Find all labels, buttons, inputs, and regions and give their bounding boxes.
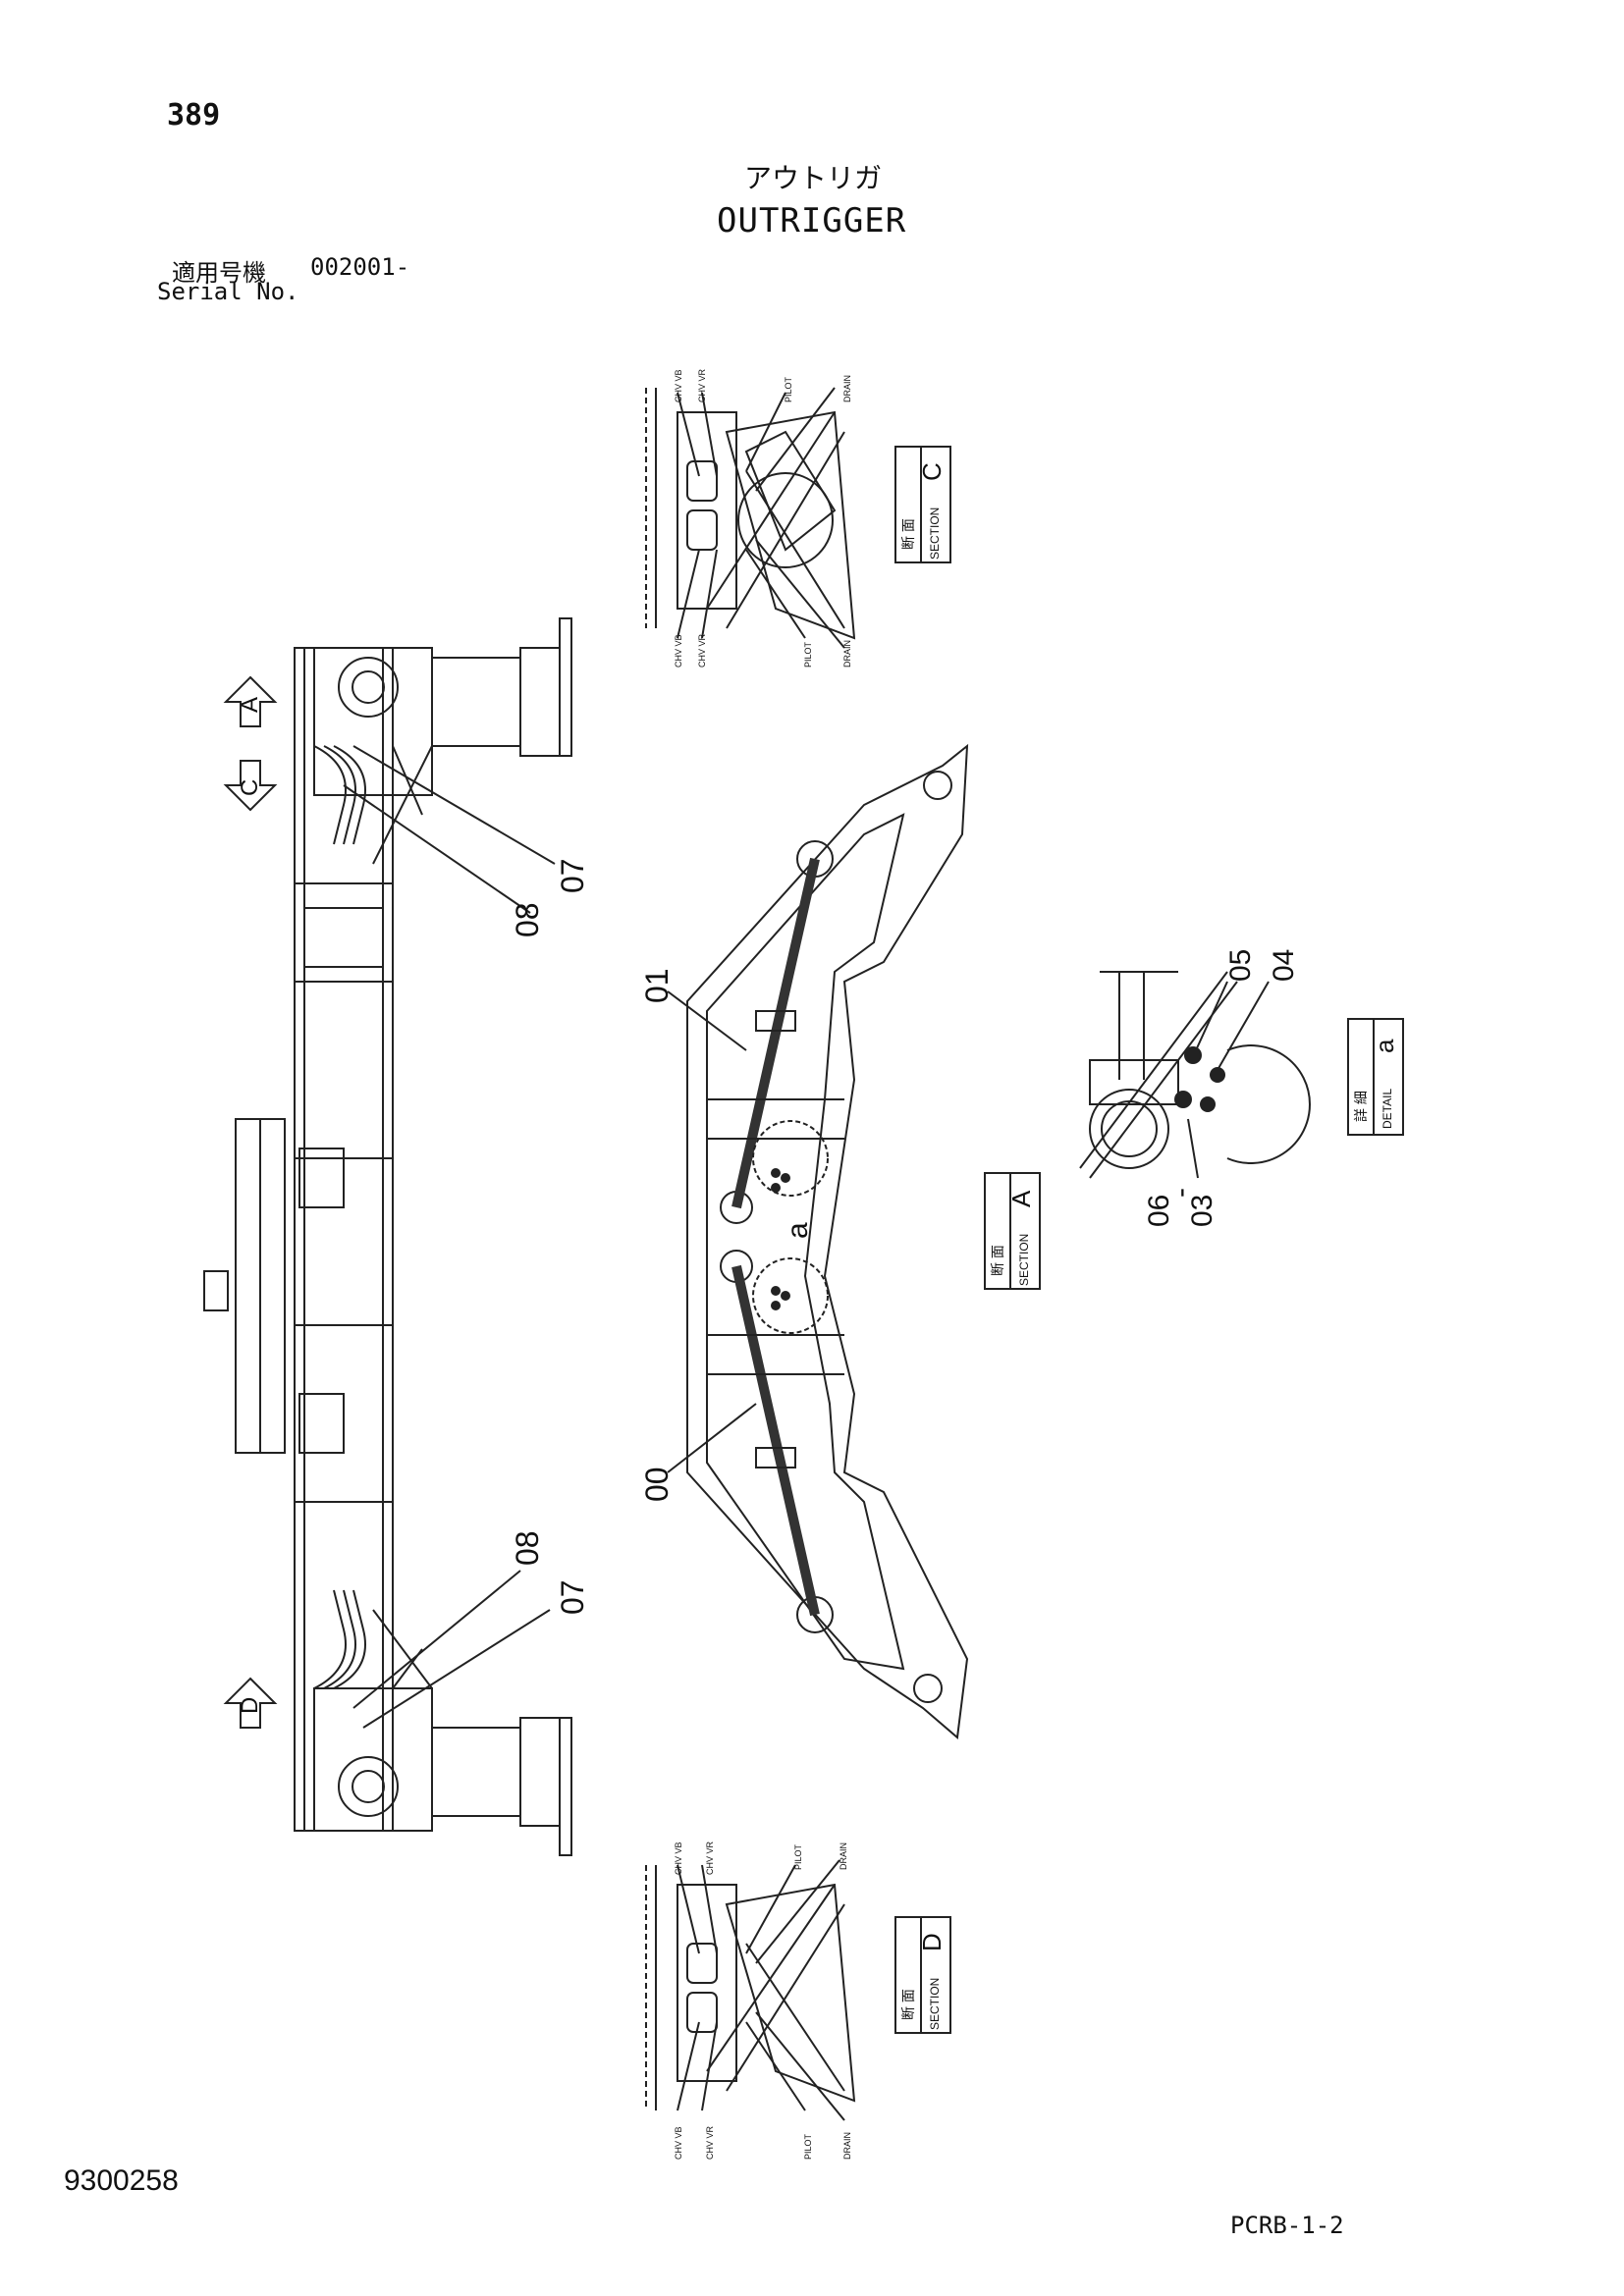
section-d-port-labels: CHV VB CHV VR PILOT DRAIN CHV VB CHV VR … xyxy=(674,1841,852,2160)
port-label: CHV VB xyxy=(674,1842,683,1875)
page-code: PCRB-1-2 xyxy=(1230,2212,1344,2239)
callout-08: 08 xyxy=(510,902,545,937)
section-box-en: DETAIL xyxy=(1380,1089,1394,1129)
port-label: DRAIN xyxy=(842,640,852,667)
section-c-view xyxy=(645,387,856,649)
section-c-port-labels: CHV VB CHV VR PILOT DRAIN CHV VB CHV VR … xyxy=(674,368,852,667)
port-label: CHV VB xyxy=(674,369,683,402)
port-label: CHV VR xyxy=(705,1841,715,1875)
view-arrow-c: C xyxy=(223,760,278,812)
drawing-number: 9300258 xyxy=(64,2164,179,2197)
port-label: CHV VR xyxy=(705,2125,715,2160)
section-box-letter: A xyxy=(1006,1190,1036,1207)
section-box-en: SECTION xyxy=(928,507,942,560)
page-title: OUTRIGGER xyxy=(717,201,907,240)
view-arrow-a: A xyxy=(223,675,278,727)
section-box-en: SECTION xyxy=(1017,1234,1031,1286)
section-box-jp: 断 面 xyxy=(990,1245,1005,1276)
section-d-label-box: 断 面 SECTION D xyxy=(894,1916,951,2034)
section-box-jp: 断 面 xyxy=(900,1989,916,2020)
serial-value: 002001- xyxy=(310,253,410,281)
title-japanese: アウトリガ xyxy=(744,162,883,194)
port-label: CHV VR xyxy=(697,633,707,667)
port-label: PILOT xyxy=(784,376,793,402)
section-box-letter: a xyxy=(1370,1039,1399,1053)
detail-a-marker: a xyxy=(782,1222,814,1239)
section-box-letter: D xyxy=(917,1933,947,1951)
port-label: DRAIN xyxy=(839,1842,848,1870)
frame-main-view xyxy=(203,617,572,1856)
callout-06: 06 xyxy=(1143,1195,1175,1227)
callout-07: 07 xyxy=(555,858,590,893)
view-arrow-letter: C xyxy=(237,779,263,796)
callout-dash: - xyxy=(1164,1188,1197,1198)
section-a-label-box: 断 面 SECTION A xyxy=(984,1172,1041,1290)
serial-label: Serial No. xyxy=(157,278,299,305)
callout-01: 01 xyxy=(639,968,675,1003)
callout-00: 00 xyxy=(639,1467,675,1502)
port-label: PILOT xyxy=(803,2133,813,2160)
callout-03: 03 xyxy=(1186,1195,1218,1227)
port-label: DRAIN xyxy=(842,375,852,402)
section-a-view xyxy=(686,743,969,1739)
callout-08: 08 xyxy=(510,1530,545,1566)
callout-05: 05 xyxy=(1224,949,1257,982)
section-a-callouts xyxy=(667,990,757,1473)
port-label: CHV VB xyxy=(674,2126,683,2160)
port-label: CHV VB xyxy=(674,634,683,667)
view-arrow-letter: D xyxy=(237,1697,263,1714)
callout-04: 04 xyxy=(1268,949,1300,982)
view-arrow-d: D xyxy=(223,1677,278,1729)
port-label: PILOT xyxy=(803,641,813,667)
section-d-view xyxy=(645,1859,856,2121)
port-label: CHV VR xyxy=(697,368,707,402)
callout-leaders xyxy=(343,745,556,1729)
serial-label-japanese: 適用号機 xyxy=(172,259,266,287)
section-box-jp: 断 面 xyxy=(900,518,916,550)
callout-07: 07 xyxy=(555,1579,590,1615)
section-box-letter: C xyxy=(917,462,947,481)
detail-a-label-box: 詳 細 DETAIL a xyxy=(1347,1018,1404,1136)
section-box-jp: 詳 細 xyxy=(1353,1091,1369,1122)
section-box-en: SECTION xyxy=(928,1978,942,2030)
page-number: 389 xyxy=(167,98,221,133)
port-label: PILOT xyxy=(793,1843,803,1870)
view-arrow-letter: A xyxy=(237,697,263,713)
port-label: DRAIN xyxy=(842,2132,852,2160)
section-c-label-box: 断 面 SECTION C xyxy=(894,446,951,563)
detail-a-view xyxy=(1079,971,1311,1179)
